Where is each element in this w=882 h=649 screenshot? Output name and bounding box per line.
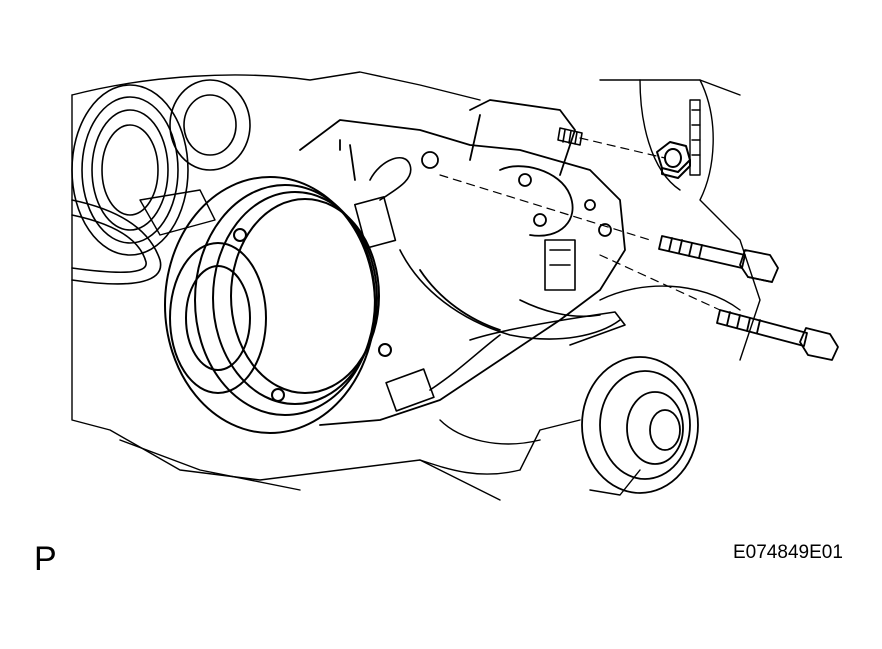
figure-code: E074849E01 bbox=[733, 542, 843, 563]
bolt-icon bbox=[716, 309, 839, 361]
engine-block-outline bbox=[71, 71, 761, 501]
alignment-dash-lines bbox=[439, 137, 721, 311]
mounting-bracket bbox=[139, 99, 701, 496]
bolt-icon bbox=[658, 235, 779, 283]
view-letter: P bbox=[34, 540, 57, 578]
crank-pulley bbox=[71, 84, 189, 256]
refrigerant-hose bbox=[71, 199, 162, 285]
magnetic-clutch-pulley bbox=[164, 176, 392, 434]
wire-harness bbox=[354, 156, 626, 412]
nut-icon bbox=[656, 141, 691, 179]
alternator-pulley bbox=[581, 356, 699, 494]
idler-pulley-top bbox=[169, 79, 251, 171]
compressor-body bbox=[299, 99, 626, 426]
stud-bolt bbox=[557, 127, 583, 146]
